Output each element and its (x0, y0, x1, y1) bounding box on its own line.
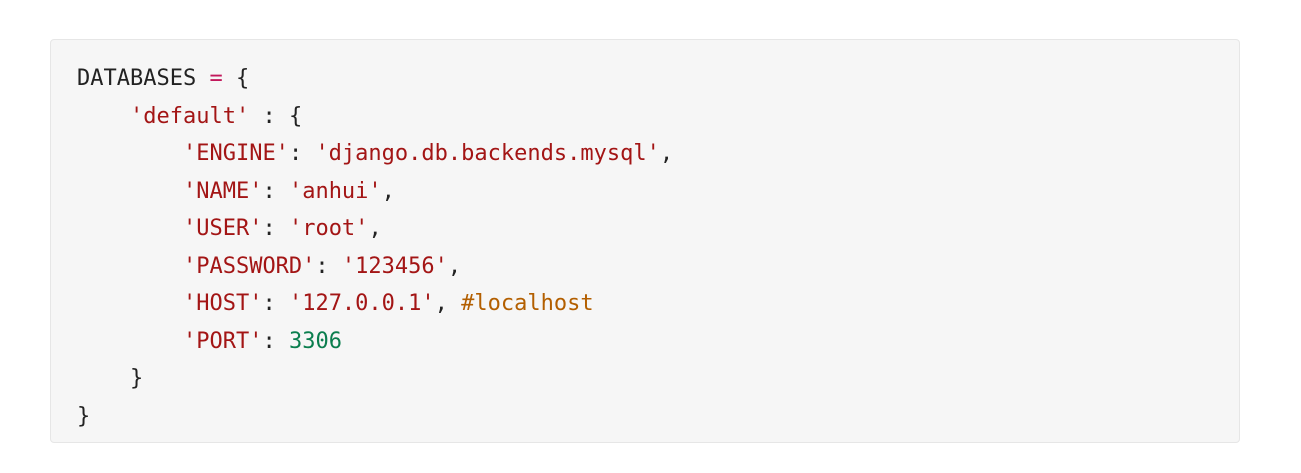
code-token: 'HOST' (182, 291, 263, 316)
code-token (77, 329, 183, 354)
code-content: DATABASES = { 'default' : { 'ENGINE': 'd… (77, 60, 673, 435)
code-token: , (381, 178, 395, 204)
code-token: '127.0.0.1' (288, 291, 435, 316)
code-block: DATABASES = { 'default' : { 'ENGINE': 'd… (50, 39, 1240, 443)
code-token (77, 141, 183, 166)
code-token: : (262, 291, 289, 316)
code-line: 'default' : { (77, 98, 673, 136)
code-token: 'ENGINE' (182, 141, 289, 166)
code-token: 'PASSWORD' (182, 253, 316, 279)
code-token: , (368, 216, 382, 241)
code-token (77, 179, 183, 204)
code-token: DATABASES (77, 66, 210, 91)
code-token: 'default' (129, 103, 250, 129)
code-token: } (77, 366, 144, 391)
code-token (77, 216, 183, 241)
code-line: 'ENGINE': 'django.db.backends.mysql', (77, 135, 673, 173)
code-token: 'NAME' (182, 178, 263, 204)
code-token: #localhost (461, 291, 594, 316)
code-line: DATABASES = { (77, 60, 673, 98)
code-token: 'root' (288, 216, 369, 241)
code-line: 'PASSWORD': '123456', (77, 248, 673, 286)
code-token: , (659, 141, 674, 166)
code-token: 'django.db.backends.mysql' (315, 141, 660, 166)
code-token: 'USER' (182, 216, 263, 241)
code-line: 'HOST': '127.0.0.1', #localhost (77, 285, 673, 323)
code-token: : (288, 141, 316, 166)
code-line: } (77, 398, 673, 436)
code-token: , (434, 291, 462, 316)
code-token: 'PORT' (182, 328, 263, 354)
code-line: 'NAME': 'anhui', (77, 173, 673, 211)
code-token: = (209, 66, 223, 91)
code-token: 3306 (288, 328, 342, 354)
code-token (77, 104, 130, 129)
code-line: 'USER': 'root', (77, 210, 673, 248)
code-token: { (222, 66, 250, 91)
code-token: '123456' (341, 253, 448, 279)
code-token: , (447, 253, 462, 279)
code-token (77, 254, 183, 279)
code-line: } (77, 360, 673, 398)
code-token: : (262, 328, 289, 354)
code-token: : (315, 253, 342, 279)
code-token: : { (249, 103, 303, 129)
code-line: 'PORT': 3306 (77, 323, 673, 361)
code-token: 'anhui' (288, 178, 382, 204)
code-token (77, 291, 183, 316)
code-token: } (77, 403, 91, 429)
code-token: : (262, 178, 289, 204)
code-token: : (262, 216, 289, 241)
